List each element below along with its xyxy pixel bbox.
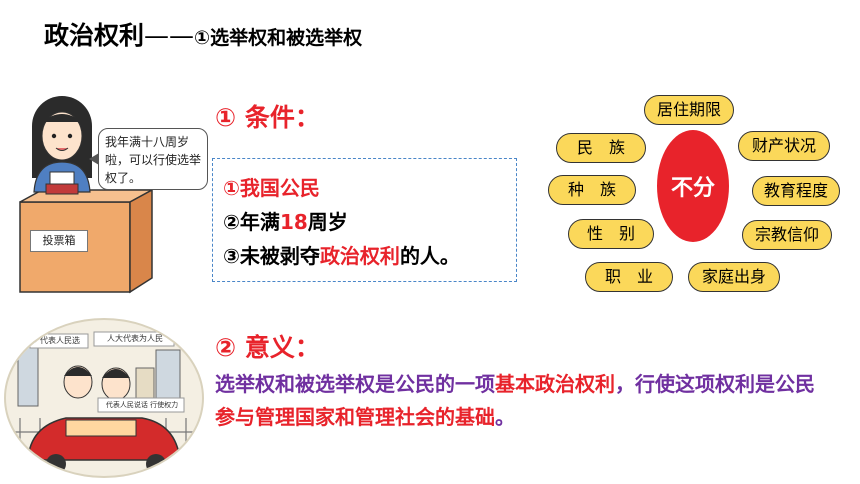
pill-residence: 居住期限 <box>644 95 734 125</box>
condition-rights: ③未被剥夺政治权利的人。 <box>223 239 516 273</box>
pill-race: 种 族 <box>548 175 636 205</box>
speech-bubble: 我年满十八周岁啦，可以行使选举权了。 <box>89 128 208 190</box>
pill-property: 财产状况 <box>738 131 830 161</box>
people-congress-illustration: 代表人民选 人大代表为人民 代表人民说话 行使权力 <box>4 318 204 478</box>
title-dash: —— <box>144 21 195 50</box>
voter-illustration: 我年满十八周岁啦，可以行使选举权了。 投票箱 <box>12 92 212 294</box>
significance-part-3: 。 <box>495 405 515 429</box>
ballot-box-label: 投票箱 <box>30 230 88 252</box>
banner-people-elect: 代表人民选 <box>40 336 80 345</box>
conditions-heading: ① 条件： <box>215 103 320 132</box>
significance-heading: ② 意义： <box>215 333 320 362</box>
page-title: 政治权利——①选举权和被选举权 <box>44 16 362 52</box>
condition-age-number: 18 <box>279 210 308 234</box>
banner-speak-for-people: 代表人民说话 行使权力 <box>105 401 179 409</box>
condition-age-prefix: ②年满 <box>223 210 280 234</box>
significance-part-1: 选举权和被选举权是公民的一项 <box>215 372 495 396</box>
significance-text: 选举权和被选举权是公民的一项基本政治权利，行使这项权利是公民参与管理国家和管理社… <box>215 368 815 434</box>
pill-education: 教育程度 <box>752 176 840 206</box>
significance-part-2: ，行使这项权利是公民 <box>615 372 815 396</box>
condition-rights-suffix: 的人。 <box>399 244 460 268</box>
voter-drawing <box>19 96 153 294</box>
conditions-box: ①我国公民 ②年满18周岁 ③未被剥夺政治权利的人。 <box>212 158 517 282</box>
no-distinction-oval: 不分 <box>657 130 729 242</box>
pill-nationality: 民 族 <box>556 133 646 163</box>
pill-family: 家庭出身 <box>688 262 780 292</box>
congress-drawing <box>6 331 202 474</box>
pill-gender: 性 别 <box>568 219 654 249</box>
significance-em-1: 基本政治权利 <box>495 372 615 396</box>
title-sub: ①选举权和被选举权 <box>194 27 363 49</box>
pill-religion: 宗教信仰 <box>742 220 832 250</box>
significance-em-2: 参与管理国家和管理社会的基础 <box>215 405 495 429</box>
pill-occupation: 职 业 <box>585 262 673 292</box>
condition-age-suffix: 周岁 <box>307 210 348 234</box>
banner-deputies-for-people: 人大代表为人民 <box>107 334 163 343</box>
condition-rights-em: 政治权利 <box>319 244 400 268</box>
condition-age: ②年满18周岁 <box>223 205 516 239</box>
title-main: 政治权利 <box>44 21 145 50</box>
condition-rights-prefix: ③未被剥夺 <box>223 244 320 268</box>
condition-citizen: ①我国公民 <box>223 176 320 200</box>
